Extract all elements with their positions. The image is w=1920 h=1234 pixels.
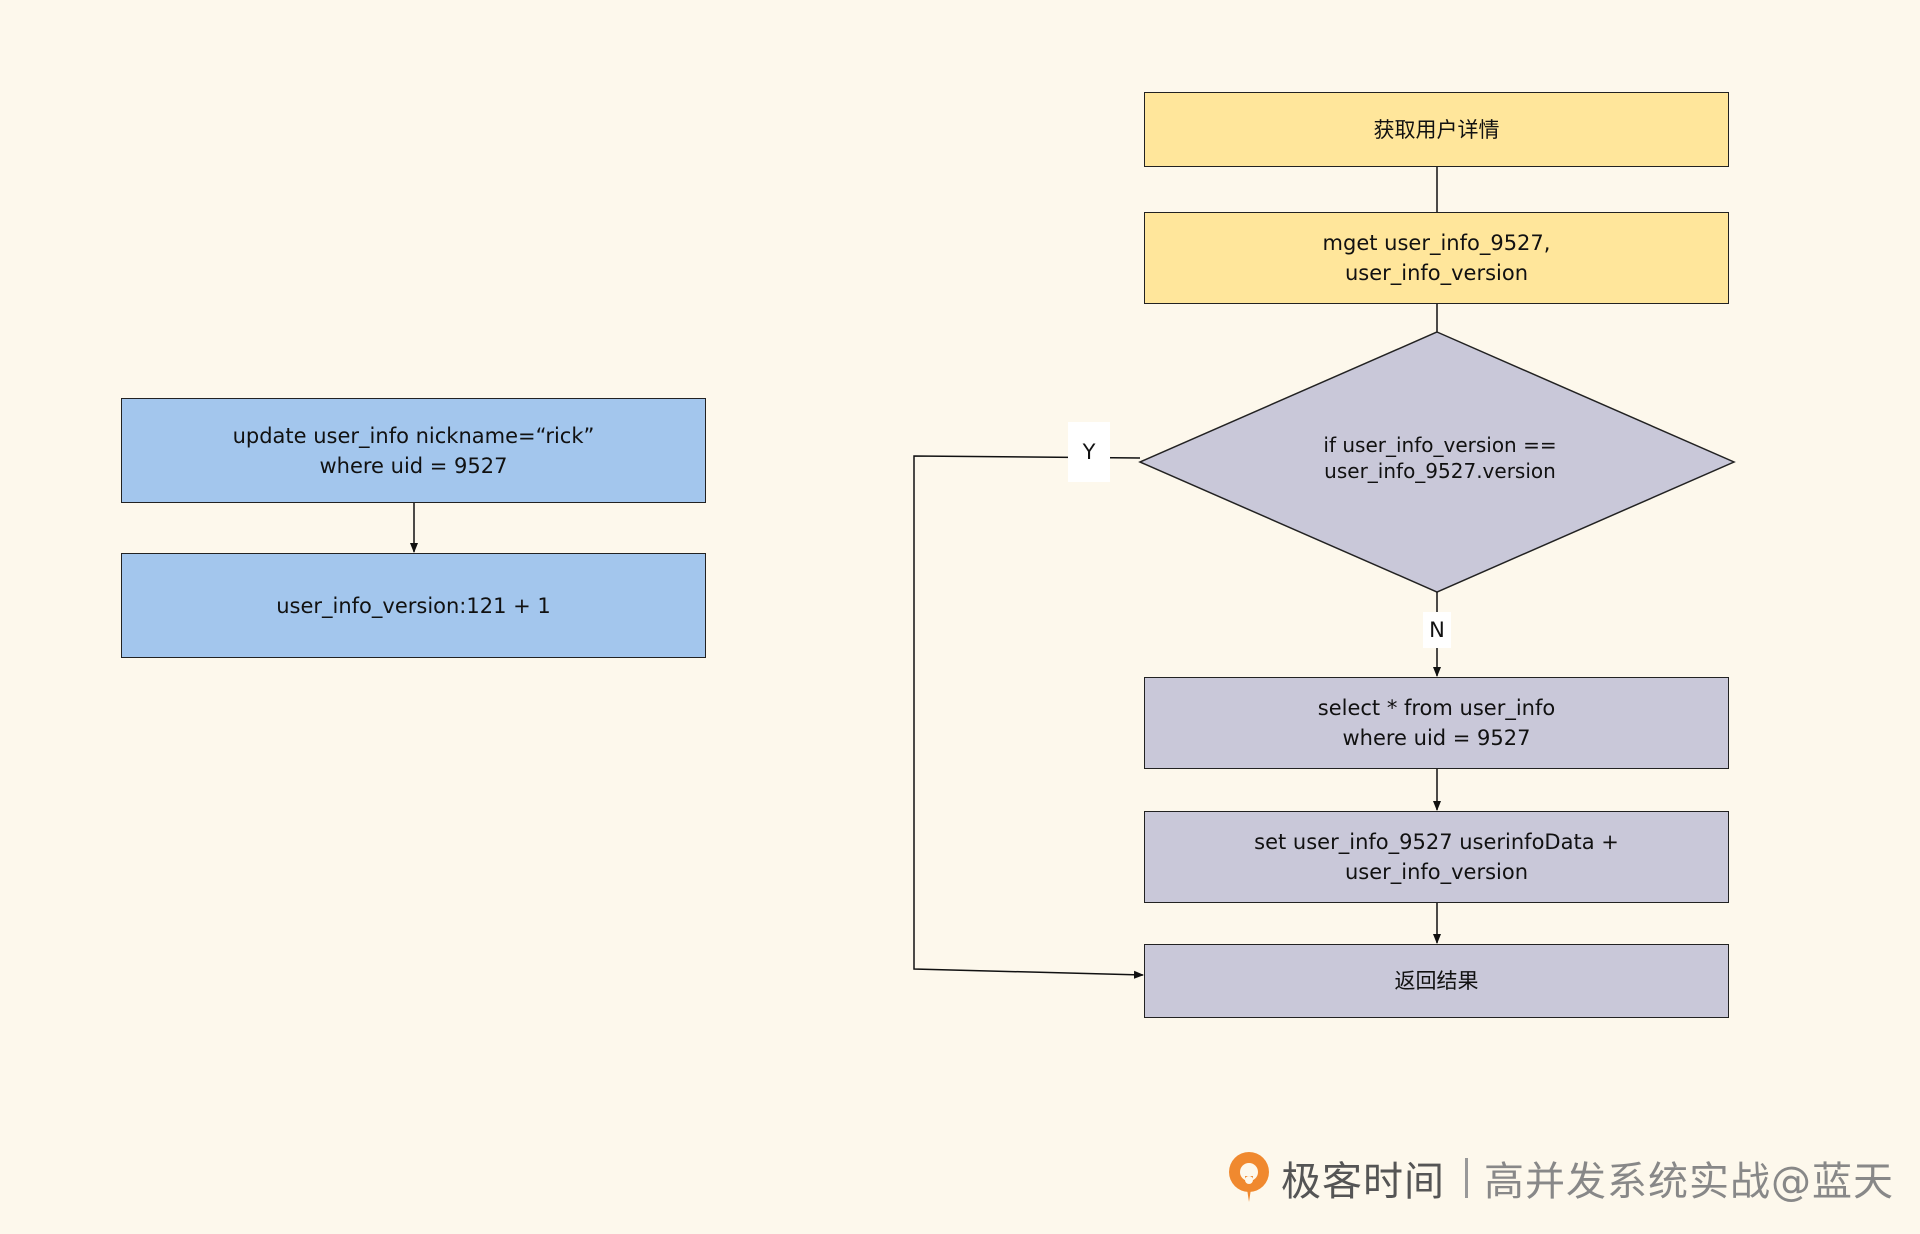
no-branch-label: N	[1423, 612, 1451, 648]
footer-watermark: 极客时间 高并发系统实战@蓝天	[1225, 1148, 1894, 1208]
set-cache-box: set user_info_9527 userinfoData + user_i…	[1144, 811, 1729, 903]
footer-separator	[1465, 1158, 1468, 1198]
yes-branch-label: Y	[1068, 422, 1110, 482]
brand-name: 极客时间	[1281, 1159, 1445, 1205]
arrow-yes-to-return	[913, 455, 1144, 979]
mget-box: mget user_info_9527, user_info_version	[1144, 212, 1729, 304]
decision-label: if user_info_version == user_info_9527.v…	[1323, 433, 1557, 483]
select-user-info-box: select * from user_info where uid = 9527	[1144, 677, 1729, 769]
return-result-box: 返回结果	[1144, 944, 1729, 1018]
version-increment-box: user_info_version:121 + 1	[121, 553, 706, 658]
geektime-logo-icon	[1229, 1152, 1269, 1202]
course-title: 高并发系统实战@蓝天	[1484, 1159, 1894, 1205]
update-user-info-box: update user_info nickname=“rick” where u…	[121, 398, 706, 503]
get-user-detail-box: 获取用户详情	[1144, 92, 1729, 167]
